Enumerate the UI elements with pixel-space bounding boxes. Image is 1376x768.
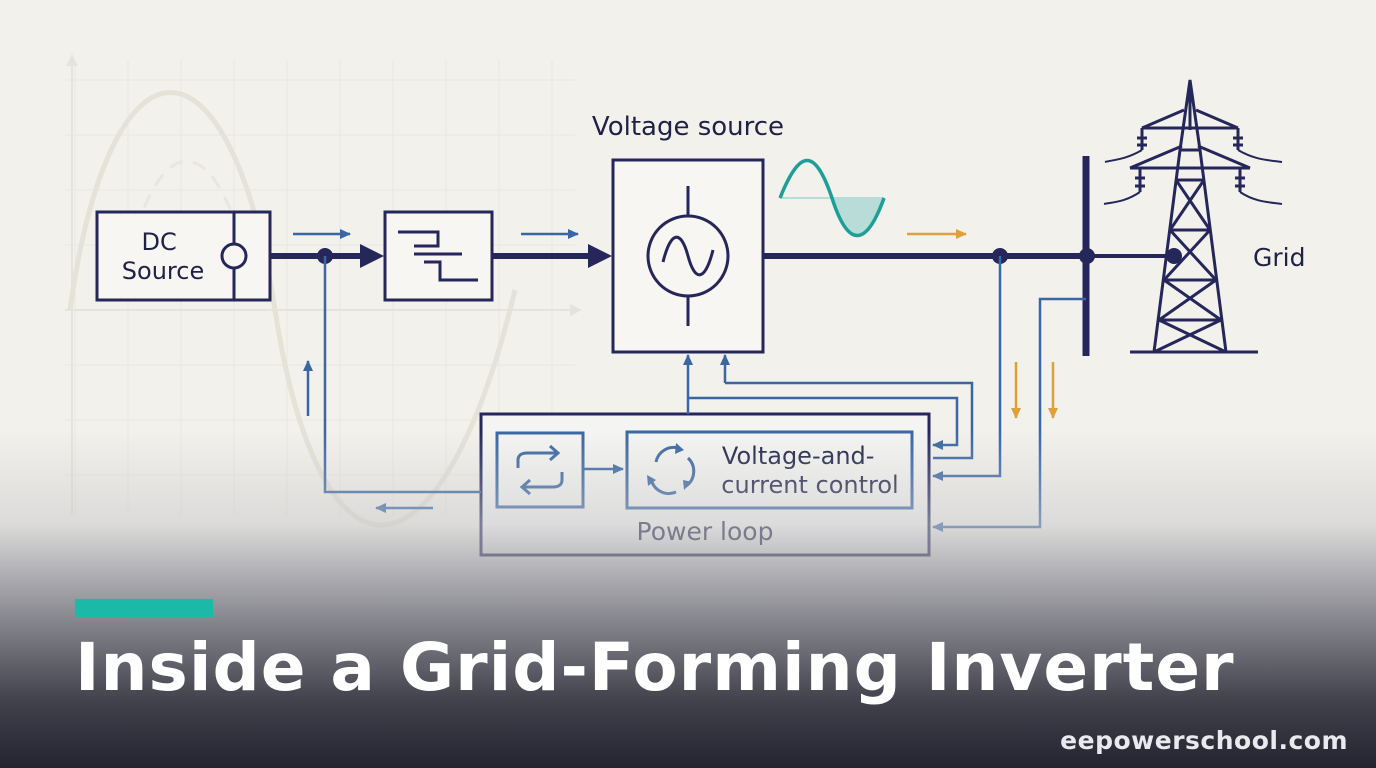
power-loop-label: Power loop — [637, 517, 774, 546]
converter-block — [383, 210, 494, 302]
accent-bar — [75, 599, 213, 617]
voltage-source-block: Voltage source — [592, 112, 784, 354]
dc-source-label: DC Source — [122, 228, 204, 285]
headline: Inside a Grid-Forming Inverter — [75, 629, 1235, 706]
transmission-tower-icon — [1103, 79, 1283, 354]
site-url: eepowerschool.com — [1060, 726, 1348, 755]
output-sine-icon — [778, 158, 886, 238]
dc-source-symbol-icon — [220, 242, 248, 270]
control-label: Voltage-and- current control — [721, 442, 898, 499]
dc-source-block: DC Source — [95, 210, 272, 302]
converter-symbol-icon — [398, 230, 478, 282]
voltage-source-label: Voltage source — [592, 112, 784, 142]
grid-label: Grid — [1253, 243, 1305, 272]
power-path — [270, 156, 1182, 356]
junction-node-grid — [1166, 248, 1182, 264]
control-block: Voltage-and- current control Power loop — [479, 412, 931, 557]
sync-block — [495, 431, 585, 509]
